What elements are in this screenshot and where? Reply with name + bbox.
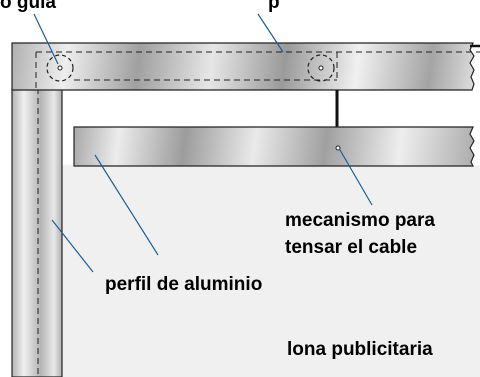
leader-mechanism: [339, 149, 373, 206]
label-mechanism-line2: tensar el cable: [285, 237, 417, 258]
label-banner: lona publicitaria: [287, 339, 433, 360]
leader-lines: [33, 13, 373, 273]
label-mechanism-line1: mecanismo para: [285, 210, 435, 231]
vertical-aluminum-profile: [11, 87, 63, 377]
top-horizontal-rail: [11, 42, 480, 91]
label-aluminum-profile: perfil de aluminio: [105, 274, 262, 295]
leader-guide-right: [257, 13, 284, 53]
pulley-left: [46, 54, 74, 82]
label-top-left-partial: o guia: [0, 0, 56, 13]
leader-profile: [51, 219, 94, 273]
tension-bar: [73, 126, 475, 167]
leader-guide-left: [33, 13, 59, 65]
pulley-right: [307, 54, 335, 82]
banner-area: [62, 165, 480, 377]
leader-bar-to-profile-label: [94, 154, 159, 256]
label-top-right-partial: p: [268, 0, 280, 13]
